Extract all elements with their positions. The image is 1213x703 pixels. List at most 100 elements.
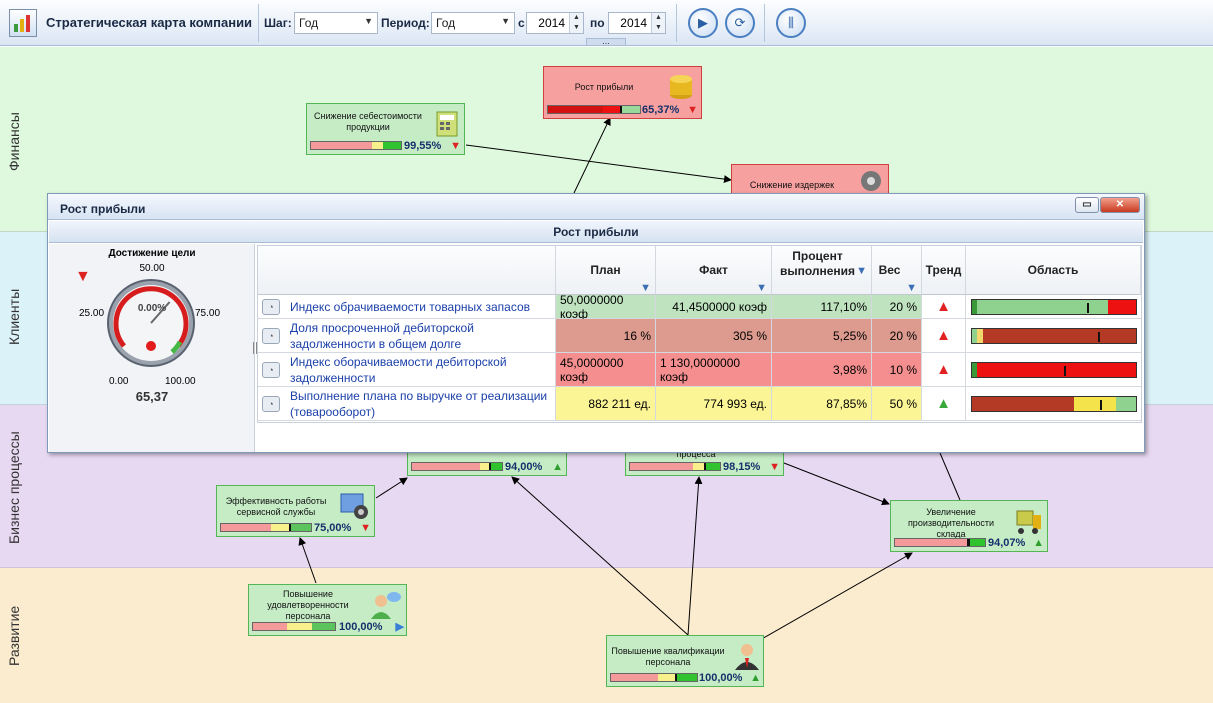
indicator-name-cell[interactable]: ◔ Индекс оборачиваемости дебиторской задо… (258, 353, 556, 386)
connector (298, 537, 317, 584)
gauge-tick-50: 50.00 (139, 263, 165, 274)
expand-toolbar-button[interactable]: ... (586, 37, 626, 46)
table-row[interactable]: ◔ Индекс оборачиваемости дебиторской задо… (258, 353, 1141, 387)
refresh-icon: ⟳ (734, 15, 746, 30)
column-header-fact[interactable]: Факт▼ (656, 246, 772, 295)
column-header-plan-label: План (590, 263, 621, 277)
area-bar (971, 361, 1137, 378)
gear-icon (857, 167, 887, 197)
trend-up-green-icon: ▲ (922, 387, 966, 420)
indicator-gauge-icon[interactable]: ◔ (262, 327, 280, 344)
node-process[interactable]: 94,00% ▲ (407, 452, 567, 476)
area-cell (966, 353, 1141, 386)
indicator-gauge-icon[interactable]: ◔ (262, 298, 280, 315)
node-progress-bar (411, 462, 503, 471)
node-title: процесса (676, 449, 716, 459)
weight-cell: 50 % (872, 387, 922, 420)
restore-button[interactable]: ▭ (1075, 197, 1099, 213)
node-service-efficiency[interactable]: Эффективность работы сервисной службы 75… (216, 485, 375, 537)
node-progress-bar (894, 538, 986, 547)
filter-icon[interactable]: ▼ (756, 282, 767, 294)
step-select-value: Год (299, 16, 319, 30)
play-icon: ▶ (698, 15, 708, 30)
close-button[interactable]: ✕ (1100, 197, 1140, 213)
gear-screen-icon (339, 490, 369, 520)
connector (573, 117, 611, 194)
indicator-name-cell[interactable]: ◔ Индекс обрачиваемости товарных запасов (258, 295, 556, 318)
indicator-name-link[interactable]: Доля просроченной дебиторской задолженно… (290, 320, 474, 351)
indicator-name-cell[interactable]: ◔ Доля просроченной дебиторской задолженн… (258, 319, 556, 352)
settings-button[interactable]: ⫼ (776, 8, 806, 38)
node-warehouse[interactable]: Увеличение производительности склада 94,… (890, 500, 1048, 552)
indicator-name-link[interactable]: Индекс обрачиваемости товарных запасов (290, 299, 531, 314)
node-expense-reduction[interactable]: Снижение издержек (731, 164, 889, 194)
plan-cell: 50,0000000 коэф (556, 293, 656, 321)
from-year-spinner[interactable]: 2014▲▼ (526, 12, 584, 34)
filter-icon[interactable]: ▼ (906, 282, 917, 294)
goal-details-window: Рост прибыли ▭ ✕ Рост прибыли Достижение… (47, 193, 1145, 453)
area-marker (1086, 302, 1089, 313)
spinner-arrows-icon[interactable]: ▲▼ (569, 13, 583, 33)
connector (511, 476, 689, 636)
chevron-down-icon: ▼ (501, 16, 510, 26)
indicator-name-cell[interactable]: ◔ Выполнение плана по выручке от реализац… (258, 387, 556, 420)
table-row[interactable]: ◔ Выполнение плана по выручке от реализац… (258, 387, 1141, 421)
node-staff-satisfaction[interactable]: Повышение удовлетворенности персонала 10… (248, 584, 407, 636)
person-chat-icon (369, 589, 401, 619)
gauge-tick-100: 100.00 (165, 376, 196, 387)
node-percent: 65,37% (642, 104, 680, 116)
restore-icon: ▭ (1082, 199, 1092, 210)
plan-cell: 45,0000000 коэф (556, 353, 656, 386)
node-percent: 100,00% (699, 672, 743, 684)
percent-cell: 3,98% (772, 353, 872, 386)
area-marker (1099, 399, 1102, 410)
trend-up-red-icon: ▲ (922, 295, 966, 318)
node-staff-qualification[interactable]: Повышение квалификации персонала 100,00%… (606, 635, 764, 687)
panel-splitter[interactable] (253, 342, 257, 354)
step-select[interactable]: Год ▼ (294, 12, 378, 34)
period-select[interactable]: Год▼ (431, 12, 515, 34)
node-profit-growth[interactable]: Рост прибыли 65,37% ▼ (543, 66, 702, 119)
filter-icon[interactable]: ▼ (640, 282, 651, 294)
app-logo-icon (9, 9, 37, 37)
gauge-value: 65,37 (135, 389, 169, 404)
trend-right-icon: ▶ (395, 621, 404, 633)
toolbar-separator (676, 4, 677, 42)
refresh-button[interactable]: ⟳ (725, 8, 755, 38)
column-header-percent[interactable]: Процент выполнения▼ (772, 246, 872, 295)
to-year-value: 2014 (620, 16, 647, 30)
play-button[interactable]: ▶ (688, 8, 718, 38)
node-progress-bar (252, 622, 336, 631)
fact-cell: 1 130,0000000 коэф (656, 353, 772, 386)
indicator-gauge-icon[interactable]: ◔ (262, 395, 280, 412)
node-process-2[interactable]: процесса 98,15% ▼ (625, 449, 784, 476)
column-header-area[interactable]: Область (966, 246, 1141, 295)
node-progress-bar (220, 523, 312, 532)
node-percent: 99,55% (404, 140, 442, 152)
toolbar: Стратегическая карта компании Шаг: Год▼ … (0, 0, 1213, 46)
chevron-down-icon: ▼ (364, 16, 373, 26)
app-title: Стратегическая карта компании (46, 15, 253, 30)
trend-up-icon: ▲ (552, 461, 563, 473)
node-cost-reduction[interactable]: Снижение себестоимости продукции 99,55% … (306, 103, 465, 155)
businessman-icon (731, 640, 761, 670)
indicator-gauge-icon[interactable]: ◔ (262, 361, 280, 378)
indicator-name-link[interactable]: Индекс оборачиваемости дебиторской задол… (290, 354, 507, 385)
column-header-weight[interactable]: Вес▼ (872, 246, 922, 295)
connector (465, 144, 732, 184)
table-row[interactable]: ◔ Индекс обрачиваемости товарных запасов 5… (258, 293, 1141, 321)
area-cell (966, 319, 1141, 352)
indicator-name-link[interactable]: Выполнение плана по выручке от реализаци… (290, 388, 548, 419)
table-row[interactable]: ◔ Доля просроченной дебиторской задолженн… (258, 319, 1141, 353)
to-year-spinner[interactable]: 2014 ▲▼ (608, 12, 666, 34)
filter-icon[interactable]: ▼ (856, 265, 867, 277)
trend-down-icon: ▼ (769, 461, 780, 473)
node-progress-bar (310, 141, 402, 150)
to-label: по (590, 16, 605, 30)
area-marker (1098, 331, 1101, 342)
column-header-plan[interactable]: План ▼ (556, 246, 656, 295)
spinner-arrows-icon[interactable]: ▲▼ (651, 13, 665, 33)
percent-cell: 117,10% (772, 295, 872, 318)
column-header-trend[interactable]: Тренд (922, 246, 966, 295)
node-percent: 75,00% (314, 522, 352, 534)
